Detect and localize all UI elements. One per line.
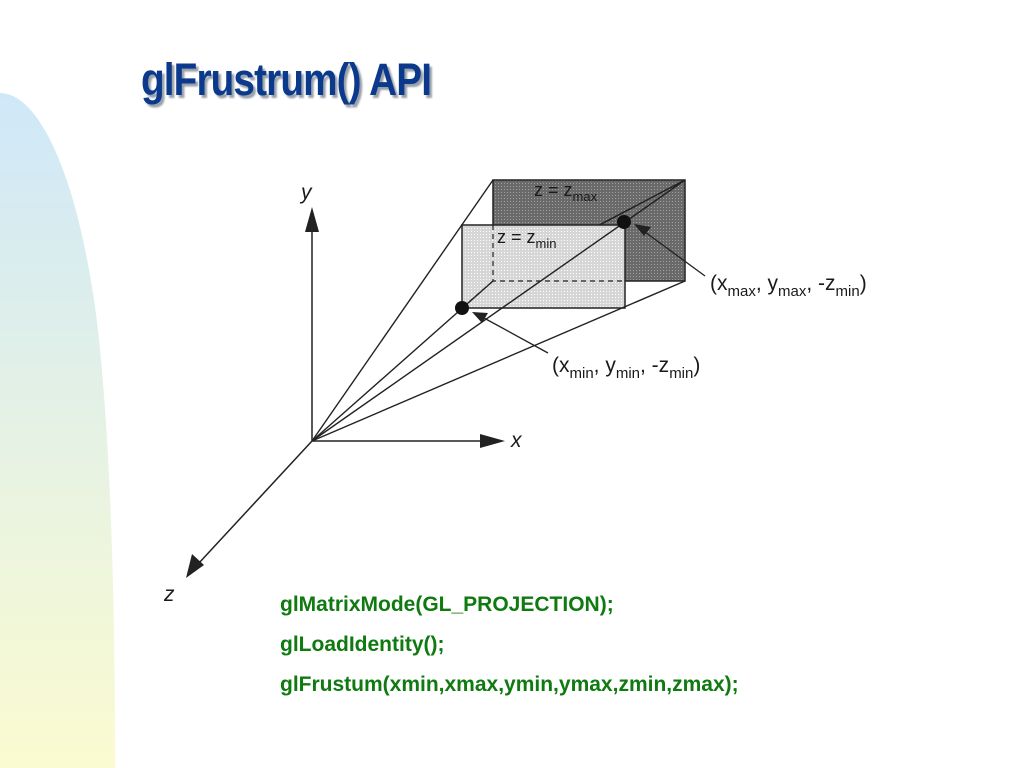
- z-axis-label: z: [163, 583, 175, 606]
- point-max: [617, 215, 631, 229]
- y-axis-label: y: [299, 181, 313, 204]
- near-plane-label: z = zmin: [497, 227, 556, 251]
- far-plane-label: z = zmax: [534, 180, 598, 204]
- x-axis-label: x: [510, 429, 523, 452]
- code-line-load-identity: glLoadIdentity();: [280, 633, 445, 656]
- slide-title: glFrustrum() API: [141, 54, 432, 105]
- axes: [186, 207, 505, 578]
- code-line-matrix-mode: glMatrixMode(GL_PROJECTION);: [280, 593, 614, 616]
- near-plane-zmin: [461, 224, 626, 309]
- leader-arrows: [472, 224, 706, 354]
- min-point-label: (xmin, ymin, -zmin): [552, 354, 700, 382]
- point-min: [455, 301, 469, 315]
- code-line-frustum: glFrustum(xmin,xmax,ymin,ymax,zmin,zmax)…: [280, 673, 739, 696]
- max-point-label: (xmax, ymax, -zmin): [710, 272, 867, 300]
